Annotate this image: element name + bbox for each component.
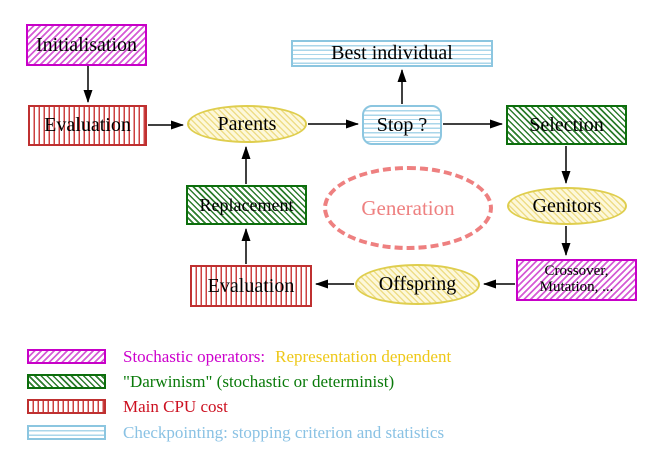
node-selection: Selection: [506, 105, 627, 145]
node-best-individual-label: Best individual: [331, 42, 453, 64]
legend-stochastic-note: Representation dependent: [275, 346, 452, 366]
legend-row-cpu: Main CPU cost: [27, 396, 228, 416]
node-evaluation-bottom: Evaluation: [190, 265, 312, 307]
legend-row-stochastic: Stochastic operators: Representation dep…: [27, 346, 452, 366]
legend-swatch-cpu: [27, 398, 106, 414]
legend-swatch-checkpointing: [27, 424, 106, 440]
generation-loop-ellipse: Generation: [323, 166, 493, 250]
node-evaluation-bottom-label: Evaluation: [207, 274, 295, 297]
node-genitors: Genitors: [507, 187, 627, 225]
legend-swatch-darwinism: [27, 373, 106, 389]
node-initialisation: Initialisation: [26, 24, 147, 66]
node-parents-label: Parents: [217, 112, 277, 135]
node-stop-label: Stop ?: [376, 113, 428, 136]
legend-cpu-label: Main CPU cost: [123, 396, 228, 416]
node-crossover-mutation: Crossover, Mutation, ...: [516, 259, 637, 301]
node-crossover-line2: Mutation, ...: [539, 279, 614, 295]
node-selection-label: Selection: [529, 113, 604, 136]
node-crossover-line1: Crossover,: [544, 263, 609, 280]
node-genitors-label: Genitors: [532, 194, 602, 217]
node-offspring: Offspring: [355, 264, 480, 305]
legend-checkpointing-label: Checkpointing: stopping criterion and st…: [123, 422, 445, 442]
node-replacement-label: Replacement: [199, 194, 294, 215]
legend-darwinism-label: "Darwinism" (stochastic or determinist): [123, 371, 395, 391]
legend-swatch-stochastic: [27, 348, 106, 364]
node-offspring-label: Offspring: [378, 273, 457, 295]
node-parents: Parents: [187, 105, 307, 143]
legend-row-darwinism: "Darwinism" (stochastic or determinist): [27, 371, 395, 391]
node-best-individual: Best individual: [291, 40, 493, 67]
node-evaluation-top: Evaluation: [28, 105, 147, 146]
legend-row-checkpointing: Checkpointing: stopping criterion and st…: [27, 422, 445, 442]
node-replacement: Replacement: [186, 185, 307, 225]
node-stop: Stop ?: [362, 105, 442, 145]
generation-label: Generation: [361, 195, 455, 220]
node-initialisation-label: Initialisation: [35, 33, 138, 56]
legend-stochastic-label: Stochastic operators:: [123, 346, 266, 366]
node-evaluation-top-label: Evaluation: [44, 114, 131, 136]
